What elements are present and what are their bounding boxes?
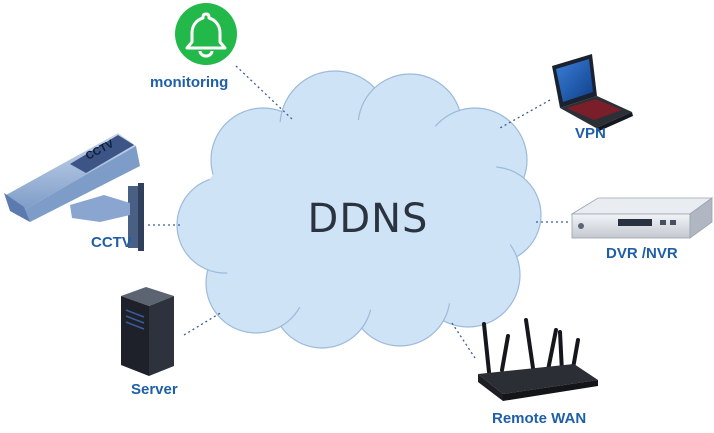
node-label-server: Server bbox=[131, 381, 178, 398]
node-label-remote-wan: Remote WAN bbox=[492, 410, 587, 427]
node-label-cctv: CCTV bbox=[91, 234, 132, 251]
router-icon bbox=[478, 318, 598, 401]
connector-server bbox=[183, 311, 223, 336]
laptop-icon bbox=[552, 54, 633, 132]
dvr-recorder-icon bbox=[570, 197, 714, 239]
server-tower-icon bbox=[121, 287, 174, 376]
connector-remote-wan bbox=[451, 322, 476, 359]
ddns-cloud bbox=[176, 70, 542, 349]
connector-lines bbox=[148, 65, 570, 359]
connector-monitoring bbox=[235, 65, 294, 121]
cctv-camera-icon: CCTV bbox=[4, 133, 144, 251]
node-label-monitoring: monitoring bbox=[150, 74, 229, 91]
node-label-vpn: VPN bbox=[575, 125, 606, 142]
center-label: DDNS bbox=[308, 196, 429, 242]
bell-icon bbox=[175, 3, 237, 65]
node-label-dvr: DVR /NVR bbox=[606, 245, 678, 262]
